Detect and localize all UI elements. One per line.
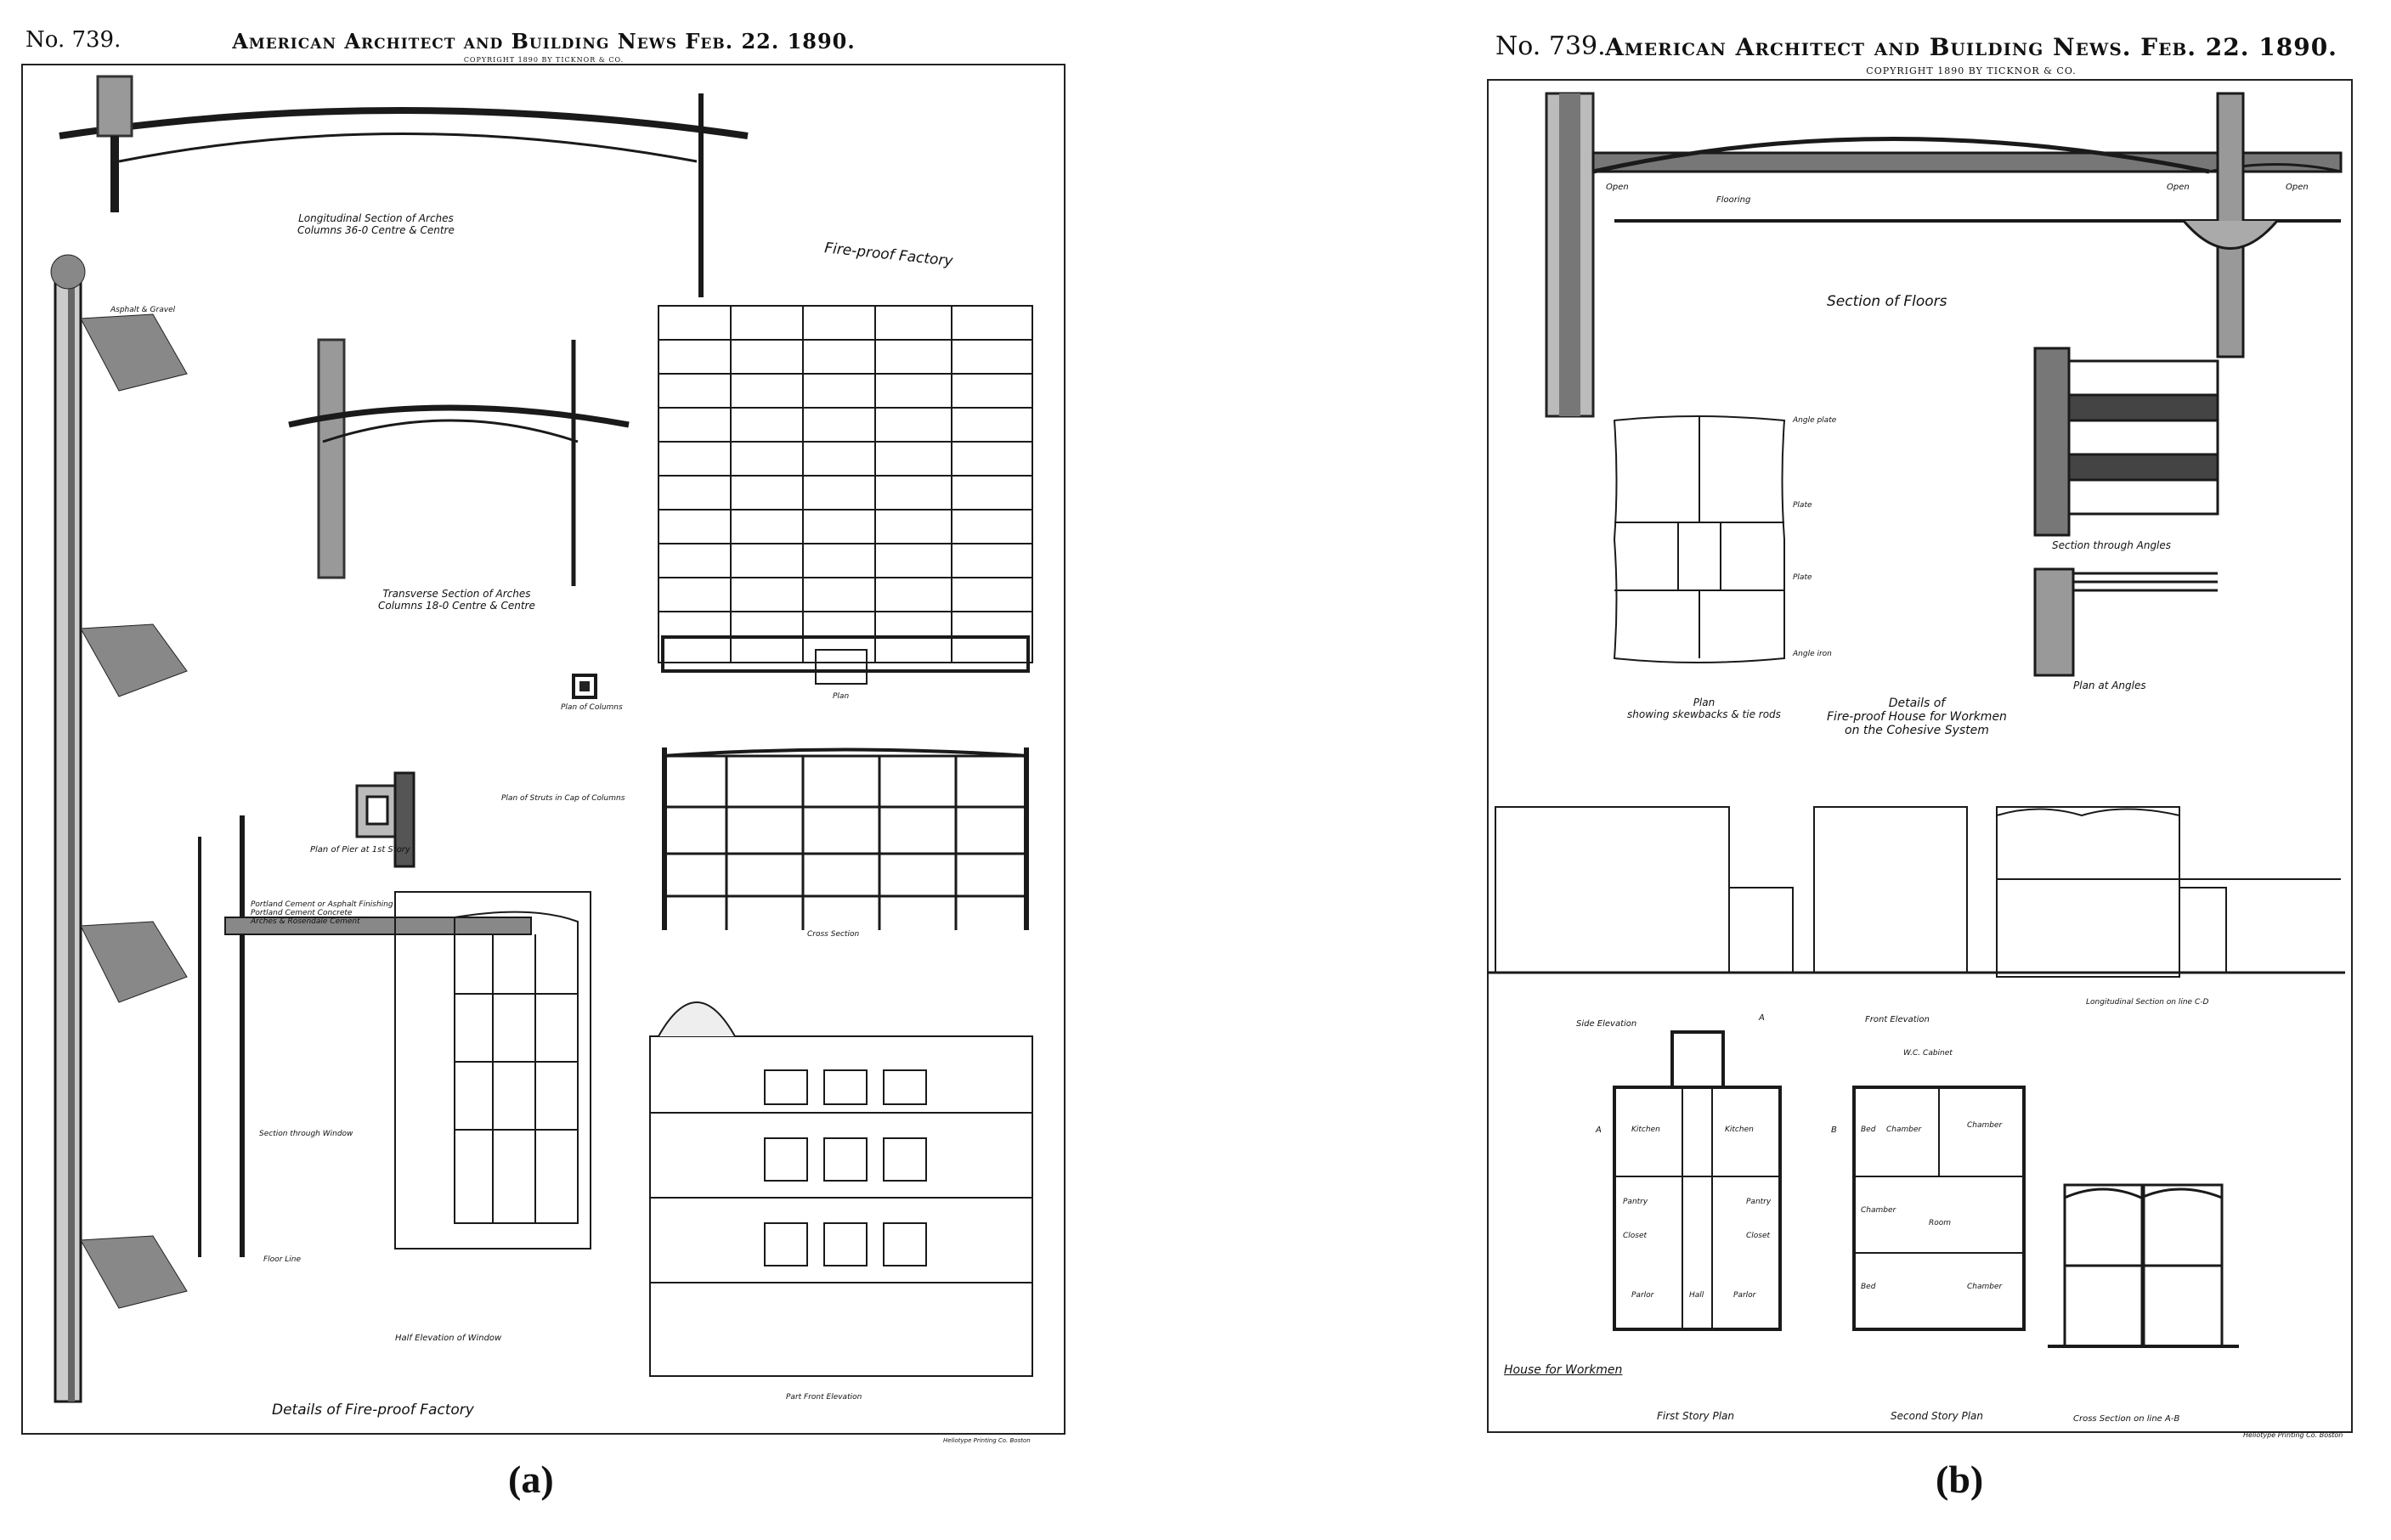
label-open-2: Open: [2167, 183, 2190, 192]
plate-a-copyright: COPYRIGHT 1890 BY TICKNOR & CO.: [463, 56, 625, 64]
plate-a-drawings: [50, 75, 1033, 1403]
plate-b-masthead: American Architect and Building News. Fe…: [1605, 33, 2337, 61]
label-first-plan: First Story Plan: [1657, 1410, 1734, 1422]
pier-plan-drawing: [355, 771, 415, 868]
label-floor-line: Floor Line: [263, 1255, 302, 1264]
label-plan-pier: Plan of Pier at 1st Story: [310, 845, 410, 855]
label-section-angles: Section through Angles: [2052, 539, 2172, 551]
window-drawing: [198, 815, 591, 1257]
label-mark-a2: A: [1596, 1125, 1602, 1135]
label-concrete-note: Portland Cement or Asphalt Finishing Por…: [251, 900, 393, 926]
label-plate-1: Plate: [1793, 501, 1812, 510]
label-chamber-2: Chamber: [1967, 1121, 2003, 1130]
label-parlor-2: Parlor: [1733, 1291, 1756, 1300]
label-plan: Plan: [833, 692, 850, 701]
label-section-floors: Section of Floors: [1827, 293, 1947, 310]
label-half-elev-window: Half Elevation of Window: [395, 1334, 502, 1343]
label-closet-2: Closet: [1746, 1232, 1771, 1240]
label-angle-iron: Angle iron: [1793, 650, 1832, 658]
label-flooring: Flooring: [1716, 195, 1751, 205]
label-open-3: Open: [2286, 183, 2309, 192]
label-bed-2: Bed: [1861, 1283, 1876, 1291]
label-angle-plate: Angle plate: [1793, 416, 1837, 425]
label-plan-angles: Plan at Angles: [2073, 680, 2146, 691]
label-room: Room: [1929, 1219, 1952, 1227]
label-mark-b: B: [1831, 1125, 1837, 1135]
plan-columns-drawing: [572, 674, 597, 699]
skewback-plan-drawing: [1613, 415, 1786, 663]
section-angles-drawing: [2033, 347, 2219, 677]
label-closet-1: Closet: [1623, 1232, 1648, 1240]
factory-plan-grid: [658, 305, 1033, 685]
label-cross-section: Cross Section: [807, 930, 860, 939]
tall-column-drawing: [50, 254, 188, 1403]
cross-ab-drawing: [2048, 1183, 2239, 1348]
label-kitchen-2: Kitchen: [1725, 1125, 1754, 1134]
plate-b-number: No. 739.: [1495, 31, 1606, 61]
label-details-title: Details of Fire-proof House for Workmen …: [1827, 697, 2007, 737]
floor-section-drawing: [1545, 92, 2343, 418]
label-long-section: Longitudinal Section of Arches Columns 3…: [297, 212, 455, 236]
label-bed-1: Bed: [1861, 1125, 1876, 1134]
label-mark-a1: A: [1759, 1013, 1765, 1023]
plate-b-printer: Heliotype Printing Co. Boston: [2243, 1431, 2343, 1439]
label-pantry-1: Pantry: [1623, 1198, 1648, 1206]
plate-a-fireproof-factory: No. 739. American Architect and Building…: [17, 17, 1071, 1453]
elevations-drawing: [1487, 806, 2345, 978]
caption-a: (a): [508, 1458, 554, 1501]
plate-b-copyright: COPYRIGHT 1890 BY TICKNOR & CO.: [1866, 65, 2077, 76]
label-chamber-1: Chamber: [1886, 1125, 1922, 1134]
label-hall: Hall: [1689, 1291, 1704, 1300]
plate-b-drawings: [1487, 92, 2345, 1348]
label-long-section-cd: Longitudinal Section on line C-D: [2086, 998, 2209, 1007]
plate-b-border: [1487, 79, 2353, 1433]
label-plan-columns: Plan of Columns: [561, 703, 623, 712]
label-cross-ab: Cross Section on line A-B: [2073, 1414, 2180, 1424]
label-asphalt-gravel: Asphalt & Gravel: [110, 306, 176, 314]
label-plan-struts: Plan of Struts in Cap of Columns: [501, 794, 625, 803]
label-plate-2: Plate: [1793, 573, 1812, 582]
label-parlor-1: Parlor: [1631, 1291, 1654, 1300]
trans-arch-drawing: [288, 338, 630, 586]
label-kitchen-1: Kitchen: [1631, 1125, 1660, 1134]
long-arch-drawing: [59, 75, 749, 297]
label-side-elev: Side Elevation: [1576, 1019, 1637, 1029]
label-plan-skewbacks: Plan showing skewbacks & tie rods: [1627, 697, 1781, 720]
label-part-front: Part Front Elevation: [786, 1393, 862, 1402]
label-open-1: Open: [1606, 183, 1629, 192]
plate-a-header: No. 739. American Architect and Building…: [17, 17, 1071, 68]
label-chamber-4: Chamber: [1967, 1283, 2003, 1291]
front-elevation-drawing: [649, 1001, 1033, 1377]
caption-b: (b): [1936, 1458, 1984, 1501]
plate-b-workmen-house: No. 739. American Architect and Building…: [1487, 21, 2354, 1457]
plate-a-footer-title: Details of Fire-proof Factory: [272, 1402, 474, 1419]
plate-a-border: [21, 64, 1065, 1435]
label-pantry-2: Pantry: [1746, 1198, 1772, 1206]
label-second-plan: Second Story Plan: [1891, 1410, 1984, 1422]
plate-a-masthead: American Architect and Building News Feb…: [232, 29, 856, 54]
label-chamber-3: Chamber: [1861, 1206, 1896, 1215]
label-house-title: House for Workmen: [1504, 1363, 1623, 1377]
plate-b-header: No. 739. American Architect and Building…: [1487, 21, 2354, 76]
plate-a-printer: Heliotype Printing Co. Boston: [943, 1437, 1031, 1444]
label-front-elev: Front Elevation: [1865, 1015, 1930, 1024]
label-trans-section: Transverse Section of Arches Columns 18-…: [378, 588, 535, 612]
label-section-window: Section through Window: [259, 1130, 353, 1138]
floor-plans-drawing: [1613, 1030, 2026, 1331]
plate-a-number: No. 739.: [25, 27, 122, 53]
label-wc: W.C. Cabinet: [1903, 1049, 1953, 1058]
cross-section-drawing: [662, 747, 1029, 930]
